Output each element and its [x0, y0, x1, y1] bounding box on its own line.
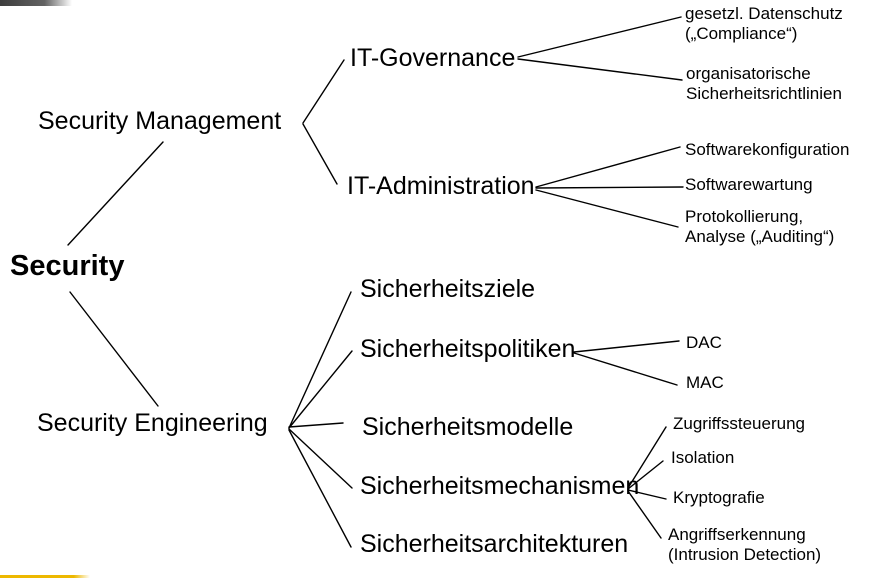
- leaf-protokollierung-analyse: Protokollierung, Analyse („Auditing“): [685, 207, 835, 246]
- connector-security-to-engineering: [69, 291, 159, 407]
- connector-administration-to-konfiguration: [535, 146, 681, 188]
- connector-management-to-governance: [302, 59, 345, 124]
- leaf-organisatorische-richtlinien: organisatorische Sicherheitsrichtlinien: [686, 64, 842, 103]
- node-security: Security: [10, 250, 125, 282]
- connector-governance-to-datenschutz: [517, 16, 682, 58]
- connector-engineering-to-ziele: [288, 291, 352, 429]
- leaf-mac: MAC: [686, 373, 724, 392]
- connector-management-to-administration: [302, 123, 338, 185]
- node-sicherheitsmechanismen: Sicherheitsmechanismen: [360, 472, 640, 500]
- node-security-engineering: Security Engineering: [37, 409, 268, 437]
- connector-politiken-to-mac: [573, 352, 678, 386]
- connector-administration-to-wartung: [535, 186, 684, 189]
- slide-header-fragment: [0, 0, 72, 6]
- slide-footer-accent-line: [0, 575, 90, 578]
- node-sicherheitspolitiken: Sicherheitspolitiken: [360, 335, 576, 363]
- connector-engineering-to-modelle: [288, 422, 344, 428]
- node-sicherheitsmodelle: Sicherheitsmodelle: [362, 413, 574, 441]
- node-sicherheitsziele: Sicherheitsziele: [360, 275, 536, 303]
- node-sicherheitsarchitekturen: Sicherheitsarchitekturen: [360, 530, 629, 558]
- connector-politiken-to-dac: [573, 340, 680, 353]
- connector-administration-to-protokollierung: [535, 189, 679, 228]
- leaf-angriffserkennung: Angriffserkennung (Intrusion Detection): [668, 525, 822, 564]
- leaf-zugriffssteuerung: Zugriffssteuerung: [673, 414, 805, 433]
- leaf-dac: DAC: [686, 333, 722, 352]
- connector-engineering-to-politiken: [288, 350, 353, 429]
- connector-security-to-management: [67, 141, 164, 246]
- connector-engineering-to-mechanismen: [288, 428, 353, 489]
- leaf-gesetzl-datenschutz: gesetzl. Datenschutz („Compliance“): [685, 4, 843, 43]
- node-it-governance: IT-Governance: [350, 44, 516, 72]
- leaf-kryptografie: Kryptografie: [673, 488, 765, 507]
- leaf-softwarewartung: Softwarewartung: [685, 175, 813, 194]
- node-security-management: Security Management: [38, 107, 282, 135]
- leaf-isolation: Isolation: [671, 448, 735, 467]
- leaf-softwarekonfiguration: Softwarekonfiguration: [685, 140, 850, 159]
- connector-engineering-to-architekturen: [288, 429, 352, 548]
- connector-governance-to-richtlinien: [517, 58, 683, 81]
- node-it-administration: IT-Administration: [347, 172, 535, 200]
